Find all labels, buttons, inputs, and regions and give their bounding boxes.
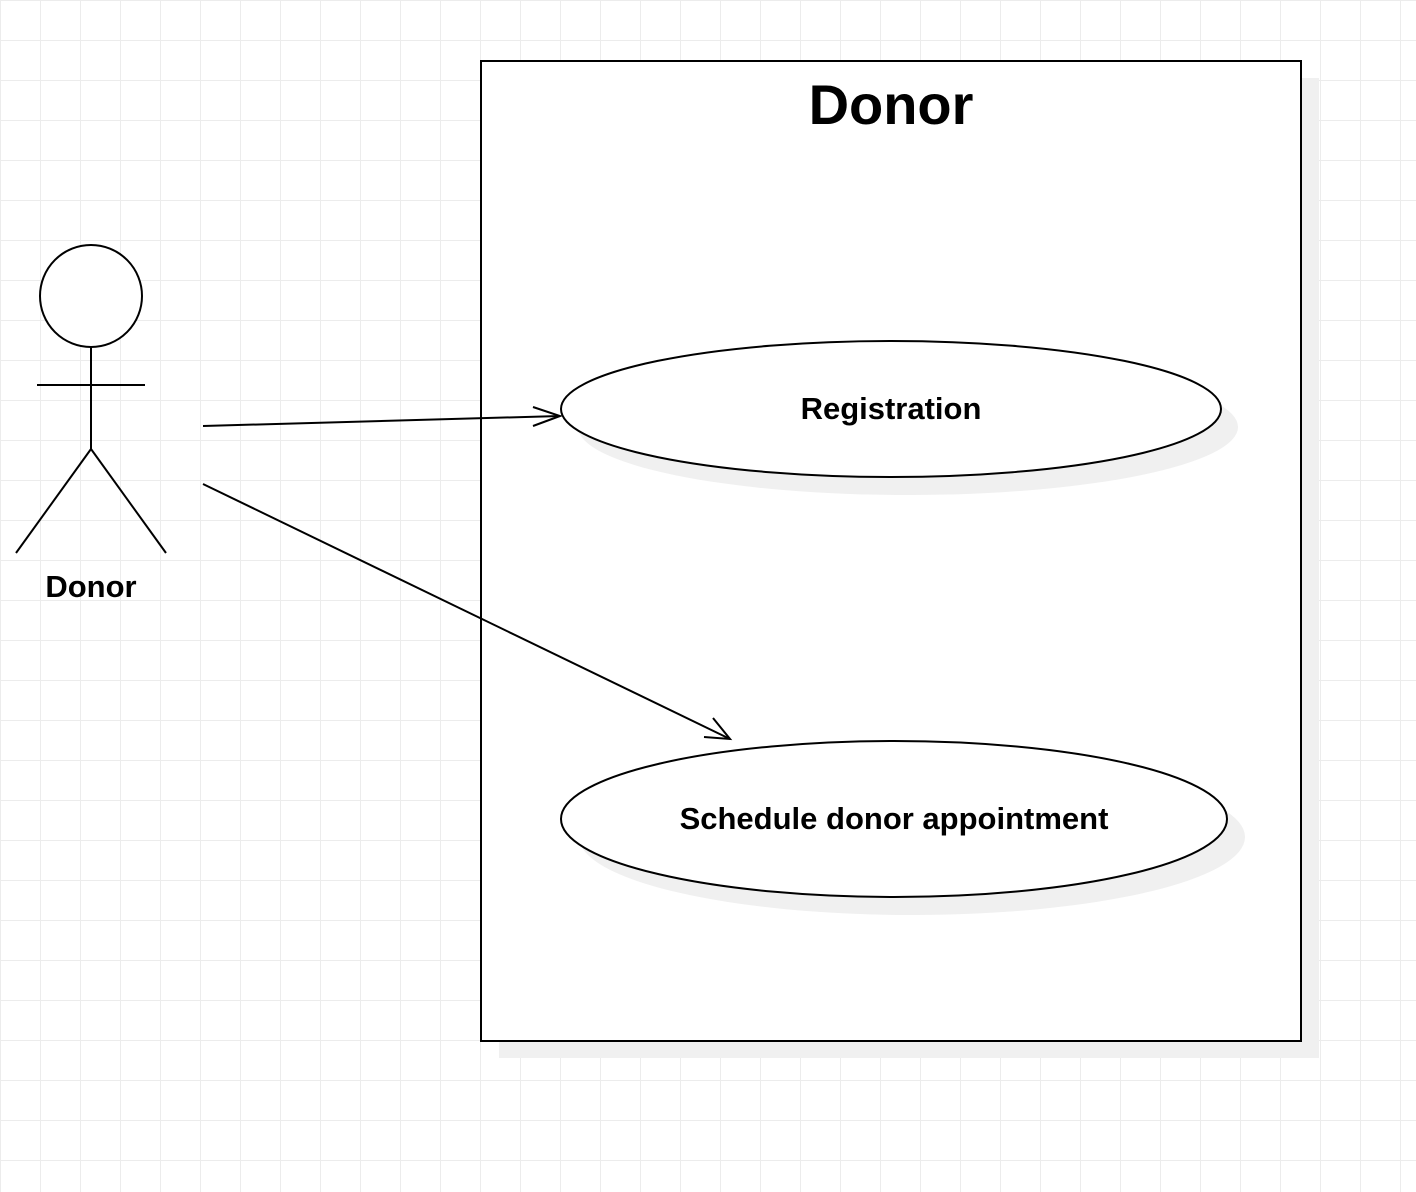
association-donor-schedule-appointment[interactable] — [202, 483, 733, 741]
use-case-schedule-appointment-label: Schedule donor appointment — [680, 801, 1109, 836]
association-line — [202, 415, 561, 427]
actor-right-leg — [90, 448, 167, 554]
actor-donor-label: Donor — [45, 569, 136, 604]
open-arrowhead — [532, 406, 564, 427]
use-case-schedule-appointment-ellipse[interactable] — [560, 740, 1228, 898]
actor-head — [39, 244, 143, 348]
use-case-registration-label: Registration — [801, 391, 982, 426]
open-arrowhead — [703, 717, 733, 741]
actor-left-leg — [15, 448, 92, 554]
use-case-registration[interactable]: Registration — [560, 340, 1238, 495]
system-boundary-title: Donor — [809, 73, 974, 136]
actor-donor[interactable] — [15, 244, 167, 554]
system-boundary[interactable]: Donor — [480, 60, 1319, 1058]
use-case-schedule-appointment[interactable]: Schedule donor appointment — [560, 740, 1245, 915]
association-line — [202, 483, 731, 740]
association-donor-registration[interactable] — [202, 406, 564, 427]
use-case-registration-ellipse[interactable] — [560, 340, 1222, 478]
